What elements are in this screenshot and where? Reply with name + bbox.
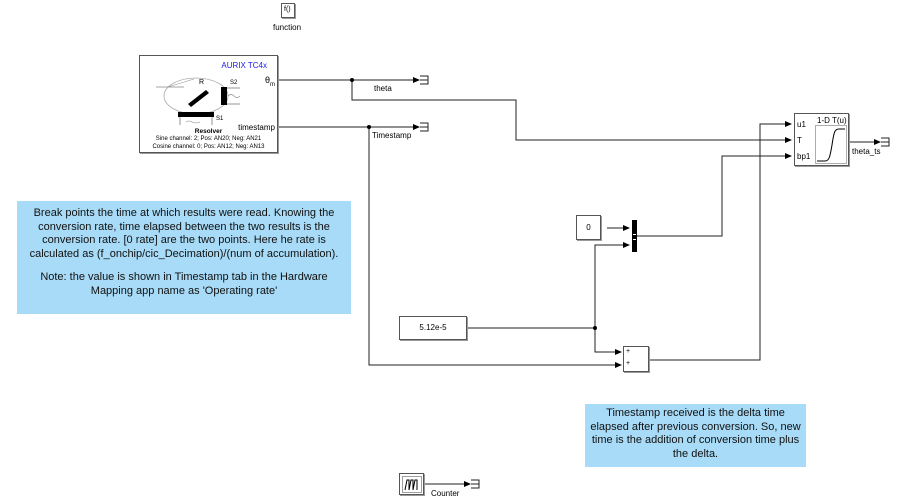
branch-point: [593, 326, 597, 330]
wire-timestamp-to-sum: [368, 127, 622, 368]
sum-block[interactable]: + +: [623, 346, 649, 372]
s2-label: S2: [230, 80, 238, 86]
sine-channel-info: Sine channel: 2; Pos: AN20; Neg: AN21: [155, 136, 262, 142]
terminator-timestamp: [420, 122, 429, 132]
theta-output-label: θm: [264, 75, 275, 88]
terminator-theta-ts: [881, 137, 890, 147]
timestamp-output-label: timestamp: [238, 123, 275, 132]
sum-sign-2: +: [626, 360, 631, 367]
terminator-counter: [471, 479, 480, 489]
breakpoints-note-paragraph-1: Break points the time at which results w…: [29, 207, 339, 260]
constant-zero-block[interactable]: 0: [576, 215, 601, 240]
wire-rate-to-mux: [594, 242, 630, 328]
constant-zero-value: 0: [586, 223, 591, 232]
breakpoints-note-paragraph-2: Note: the value is shown in Timestamp ta…: [40, 271, 328, 297]
counter-block[interactable]: [399, 473, 424, 495]
lookup-title: 1-D T(u): [817, 116, 847, 125]
wire-mux-to-bp1: [636, 153, 792, 237]
constant-rate-block[interactable]: 5.12e-5: [399, 316, 467, 340]
terminator-theta: [420, 75, 429, 85]
port-T: T: [797, 136, 802, 145]
wire-rate-to-sum: [594, 328, 622, 355]
resolver-title: AURIX TC4x: [221, 61, 267, 70]
breakpoints-annotation: Break points the time at which results w…: [17, 201, 351, 314]
resolver-icon: R S2 S1: [156, 77, 241, 125]
rotor-label: R: [199, 79, 204, 86]
timestamp-annotation: Timestamp received is the delta time ela…: [585, 404, 806, 467]
function-block[interactable]: f(): [281, 3, 295, 18]
signal-label-counter: Counter: [431, 489, 460, 498]
function-icon: f(): [284, 6, 291, 13]
lookup-curve-icon: [815, 125, 847, 164]
constant-rate-value: 5.12e-5: [419, 323, 447, 332]
mux-block[interactable]: [632, 220, 637, 252]
signal-label-theta-ts: theta_ts: [852, 147, 881, 156]
counter-pulse-icon: [402, 476, 422, 493]
function-label: function: [273, 23, 302, 32]
branch-point: [350, 78, 354, 82]
wire-sum-to-u1: [649, 121, 792, 361]
sum-sign-1: +: [626, 348, 631, 355]
mux-marker: [633, 234, 636, 240]
wire-theta-to-T: [351, 80, 792, 143]
s1-label: S1: [216, 116, 224, 122]
lookup-table-block[interactable]: u1 T bp1 1-D T(u): [794, 113, 849, 166]
cosine-channel-info: Cosine channel: 0; Pos: AN12; Neg: AN13: [152, 144, 265, 150]
port-bp1: bp1: [797, 152, 811, 161]
signal-label-theta: theta: [374, 84, 392, 93]
resolver-name: Resolver: [194, 128, 223, 135]
timestamp-note-text: Timestamp received is the delta time ela…: [590, 407, 801, 460]
signal-label-timestamp: Timestamp: [372, 131, 412, 140]
port-u1: u1: [797, 120, 806, 129]
branch-point: [367, 125, 371, 129]
resolver-block[interactable]: AURIX TC4x θm timestamp R S2 S1 Resolver…: [139, 55, 278, 153]
